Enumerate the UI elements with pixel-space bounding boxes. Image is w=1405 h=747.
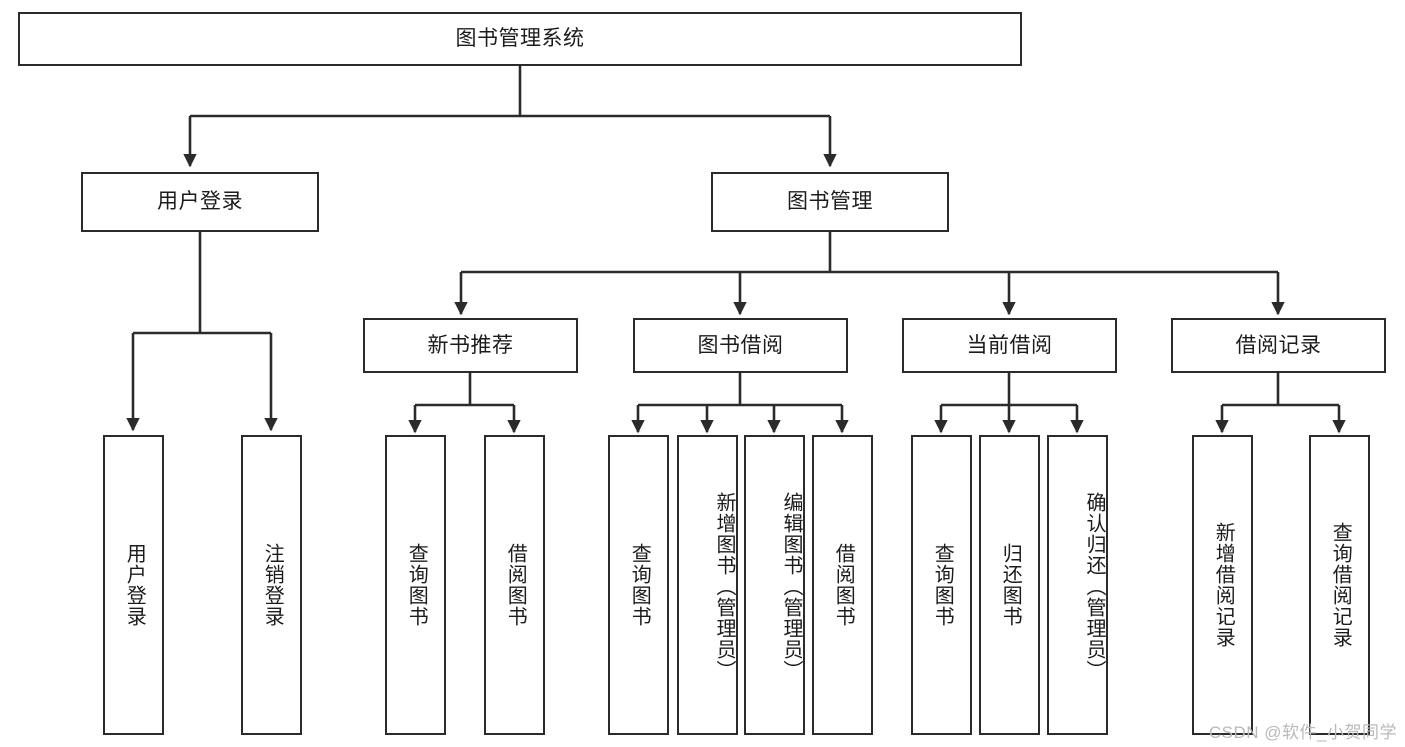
node-leaf-return-book-label: 归还图书 [999, 543, 1022, 627]
node-leaf-confirm-return-label: 确认归还（管理员） [1083, 492, 1105, 681]
node-leaf-logout-login[interactable]: 注销登录 [241, 435, 302, 735]
node-book-manage-label: 图书管理 [787, 190, 873, 214]
node-leaf-borrow-book-1[interactable]: 借阅图书 [484, 435, 545, 735]
node-leaf-query-book-1-label: 查询图书 [405, 543, 428, 627]
node-leaf-query-book-2-label: 查询图书 [628, 543, 651, 627]
node-new-book-recommend[interactable]: 新书推荐 [363, 318, 578, 373]
node-leaf-query-book-3[interactable]: 查询图书 [911, 435, 972, 735]
csdn-watermark: CSDN @软件_小贺同学 [1208, 723, 1397, 742]
node-user-login-label: 用户登录 [157, 190, 243, 214]
node-user-login[interactable]: 用户登录 [81, 172, 319, 232]
node-borrow-record-label: 借阅记录 [1235, 333, 1322, 357]
node-leaf-add-book-label: 新增图书（管理员） [713, 492, 735, 681]
node-leaf-user-login[interactable]: 用户登录 [103, 435, 164, 735]
node-root-system-label: 图书管理系统 [455, 27, 585, 51]
node-book-manage[interactable]: 图书管理 [711, 172, 949, 232]
node-root-system[interactable]: 图书管理系统 [18, 12, 1022, 66]
node-leaf-edit-book[interactable]: 编辑图书（管理员） [744, 435, 805, 735]
node-leaf-add-record[interactable]: 新增借阅记录 [1192, 435, 1253, 735]
node-current-borrow-label: 当前借阅 [966, 333, 1053, 357]
node-leaf-query-book-3-label: 查询图书 [931, 543, 954, 627]
node-current-borrow[interactable]: 当前借阅 [902, 318, 1117, 373]
node-leaf-borrow-book-1-label: 借阅图书 [504, 543, 527, 627]
node-leaf-confirm-return[interactable]: 确认归还（管理员） [1047, 435, 1108, 735]
node-leaf-logout-login-label: 注销登录 [261, 543, 284, 627]
node-leaf-query-record-label: 查询借阅记录 [1329, 522, 1352, 648]
node-leaf-borrow-book-2-label: 借阅图书 [832, 543, 855, 627]
node-leaf-borrow-book-2[interactable]: 借阅图书 [812, 435, 873, 735]
node-leaf-user-login-label: 用户登录 [123, 543, 146, 627]
node-book-borrow[interactable]: 图书借阅 [633, 318, 848, 373]
node-leaf-add-book[interactable]: 新增图书（管理员） [677, 435, 738, 735]
node-borrow-record[interactable]: 借阅记录 [1171, 318, 1386, 373]
node-leaf-return-book[interactable]: 归还图书 [979, 435, 1040, 735]
node-leaf-query-record[interactable]: 查询借阅记录 [1309, 435, 1370, 735]
node-book-borrow-label: 图书借阅 [697, 333, 784, 357]
node-leaf-edit-book-label: 编辑图书（管理员） [780, 492, 802, 681]
node-leaf-add-record-label: 新增借阅记录 [1212, 522, 1235, 648]
node-leaf-query-book-2[interactable]: 查询图书 [608, 435, 669, 735]
node-new-book-recommend-label: 新书推荐 [427, 333, 514, 357]
node-leaf-query-book-1[interactable]: 查询图书 [385, 435, 446, 735]
